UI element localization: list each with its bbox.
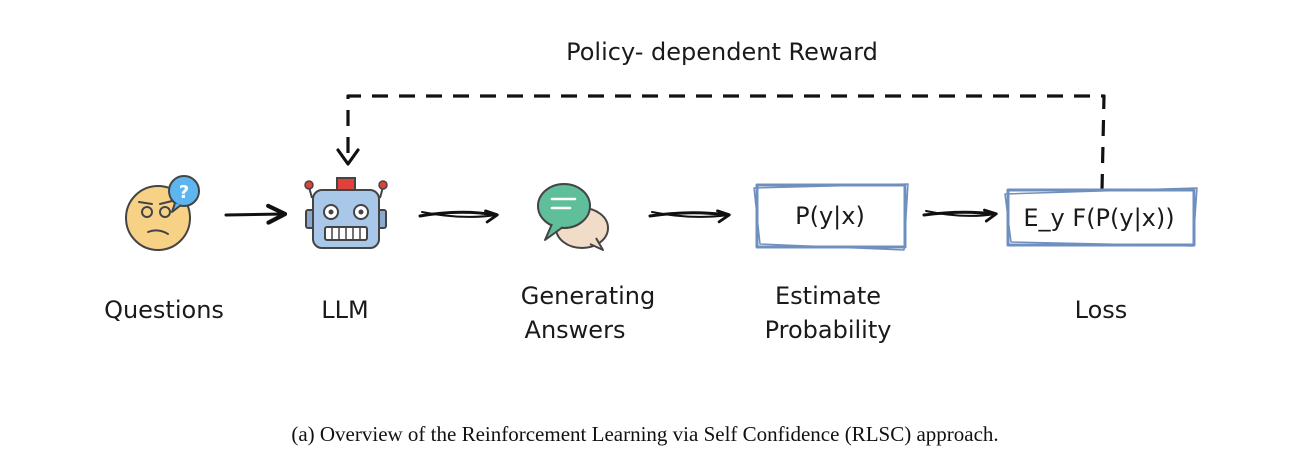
arrow-estimate-to-loss	[922, 208, 998, 223]
questions-label: Questions	[104, 296, 224, 324]
robot-icon	[304, 177, 388, 249]
estimate-box	[753, 183, 909, 251]
generating-label-line2: Answers	[525, 316, 626, 344]
estimate-label-line1: Estimate	[775, 282, 881, 310]
svg-text:?: ?	[179, 182, 189, 203]
llm-label: LLM	[321, 296, 368, 324]
estimate-label-line2: Probability	[765, 316, 892, 344]
feedback-label: Policy- dependent Reward	[566, 38, 878, 66]
chat-bubbles-icon	[537, 183, 609, 251]
question-bubble-icon: ?	[168, 175, 200, 213]
estimate-box-text: P(y|x)	[795, 202, 865, 230]
loss-box	[1004, 187, 1198, 247]
arrow-questions-to-llm	[224, 203, 288, 225]
loss-box-text: E_y F(P(y|x))	[1023, 204, 1174, 232]
feedback-loop	[336, 94, 1106, 191]
arrow-llm-to-generating	[418, 209, 499, 224]
arrow-generating-to-estimate	[648, 209, 731, 224]
loss-label: Loss	[1075, 296, 1128, 324]
generating-label-line1: Generating	[521, 282, 655, 310]
figure-caption: (a) Overview of the Reinforcement Learni…	[291, 422, 999, 446]
